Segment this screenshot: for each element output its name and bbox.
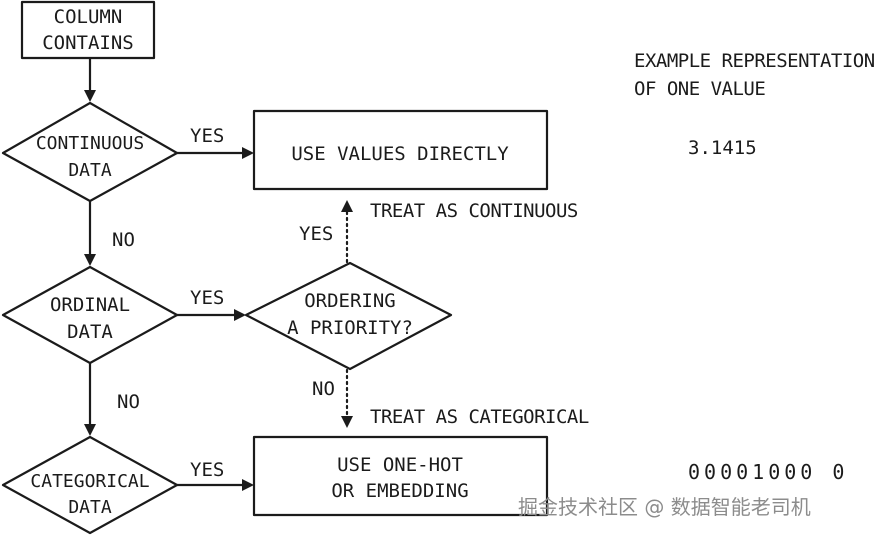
- arrowhead: [84, 254, 96, 266]
- edge-label-no: NO: [312, 378, 335, 400]
- node-categorical-data: CATEGORICAL DATA: [1, 435, 179, 535]
- connectors: [84, 58, 353, 491]
- node-label: COLUMN: [54, 6, 123, 28]
- edge-label-no: NO: [117, 391, 140, 413]
- node-ordinal-data: ORDINAL DATA: [1, 265, 179, 365]
- node-label: USE VALUES DIRECTLY: [291, 143, 509, 165]
- arrowhead: [242, 147, 254, 159]
- process-box: [252, 109, 549, 191]
- edge-labels: YES NO YES NO YES YES NO TREAT AS CONTIN…: [112, 125, 589, 481]
- example-representation: EXAMPLE REPRESENTATION OF ONE VALUE 3.14…: [634, 50, 875, 484]
- edge-label-no: NO: [112, 229, 135, 251]
- example-continuous-value: 3.1415: [688, 137, 757, 159]
- node-label: DATA: [68, 497, 112, 518]
- node-label: CONTINUOUS: [36, 133, 144, 154]
- example-heading: OF ONE VALUE: [634, 78, 765, 100]
- node-label: DATA: [68, 160, 112, 181]
- example-onehot-value: 00001000 0: [688, 460, 848, 484]
- decision-diamond: [1, 101, 179, 203]
- arrowhead: [341, 200, 353, 212]
- arrowhead: [84, 90, 96, 102]
- arrowhead: [242, 479, 254, 491]
- node-use-values-directly: USE VALUES DIRECTLY: [252, 109, 549, 191]
- node-label: ORDERING: [304, 290, 396, 312]
- edge-label-yes: YES: [190, 459, 224, 481]
- node-continuous-data: CONTINUOUS DATA: [1, 101, 179, 203]
- edge-label-treat-categorical: TREAT AS CATEGORICAL: [370, 406, 589, 428]
- arrowhead: [84, 424, 96, 436]
- process-box: [20, 0, 156, 60]
- node-label: A PRIORITY?: [287, 317, 413, 339]
- decision-diamond: [1, 265, 179, 365]
- edge-label-treat-continuous: TREAT AS CONTINUOUS: [370, 200, 578, 222]
- process-box: [252, 435, 549, 517]
- node-label: DATA: [67, 321, 113, 343]
- node-use-one-hot: USE ONE-HOT OR EMBEDDING: [252, 435, 549, 517]
- node-label: OR EMBEDDING: [331, 480, 468, 502]
- edge-label-yes: YES: [190, 287, 224, 309]
- arrowhead: [234, 309, 246, 321]
- decision-diamond: [244, 261, 453, 371]
- node-label: CONTAINS: [42, 32, 134, 54]
- decision-diamond: [1, 435, 179, 535]
- node-column-contains: COLUMN CONTAINS: [20, 0, 156, 60]
- example-heading: EXAMPLE REPRESENTATION: [634, 50, 875, 72]
- edge-label-yes: YES: [299, 223, 333, 245]
- node-ordering-priority: ORDERING A PRIORITY?: [244, 261, 453, 371]
- node-label: CATEGORICAL: [30, 471, 149, 492]
- watermark-text: 掘金技术社区 @ 数据智能老司机: [518, 495, 811, 519]
- node-label: ORDINAL: [50, 294, 130, 316]
- arrowhead: [341, 416, 353, 428]
- edge-label-yes: YES: [190, 125, 224, 147]
- node-label: USE ONE-HOT: [337, 454, 463, 476]
